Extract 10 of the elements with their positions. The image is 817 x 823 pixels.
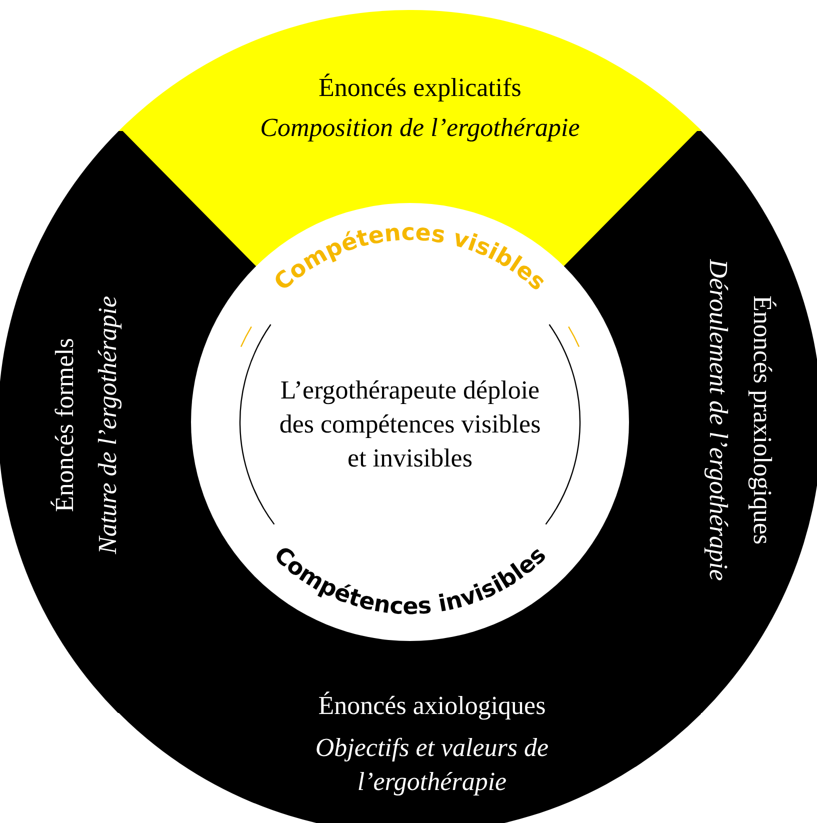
segment-title: Énoncés axiologiques — [317, 690, 547, 722]
ring-segment — [0, 130, 256, 714]
segment-subtitle: Déroulement de l’ergothérapie — [702, 258, 734, 583]
segment-subtitle: Objectifs et valeurs de l’ergothérapie — [314, 732, 550, 798]
segment-title: Énoncés praxiologiques — [746, 294, 778, 547]
segment-subtitle: Composition de l’ergothérapie — [259, 112, 581, 144]
segment-title: Énoncés formels — [49, 336, 80, 514]
center-text: L’ergothérapeute déploie des compétences visibles et invisibles — [278, 374, 542, 474]
segment-title: Énoncés explicatifs — [318, 72, 522, 104]
segment-subtitle: Nature de l’ergothérapie — [92, 294, 124, 556]
